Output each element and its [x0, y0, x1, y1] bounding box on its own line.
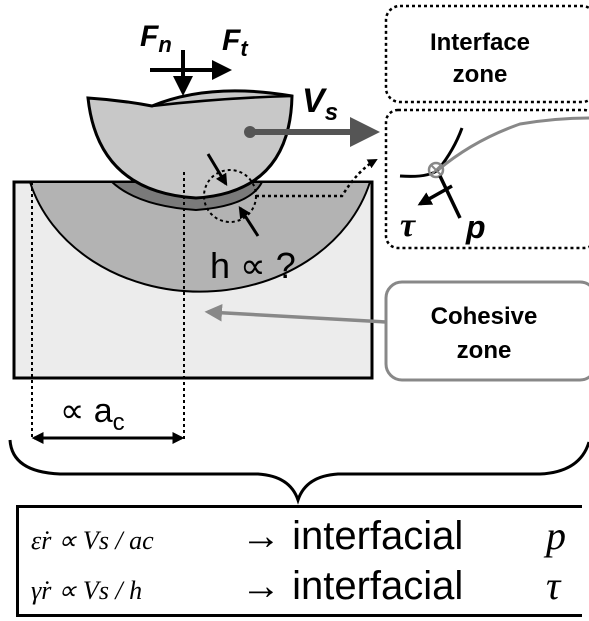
- equation-row-shear-rate: γ̇r ∝ Vs / h → interfacial τ: [31, 563, 560, 612]
- cohesive-zone-pointer-arrow: [204, 304, 387, 324]
- cohesive-zone-label-line2: zone: [457, 337, 512, 364]
- pressure-line: [438, 175, 462, 219]
- inset-material-point-icon: [427, 161, 445, 179]
- pressure-result-symbol: p: [546, 513, 566, 558]
- interface-zone-inset: [384, 108, 589, 250]
- thickness-label: h ∝ ?: [210, 245, 296, 286]
- shear-rate-result: → interfacial: [241, 564, 464, 608]
- pressure-symbol: p: [465, 209, 486, 245]
- thickness-arrow-top: [206, 153, 228, 187]
- inset-gray-curve: [437, 116, 589, 172]
- interface-zone-label-line1: Interface: [430, 29, 530, 56]
- thickness-arrow-bottom: [238, 205, 260, 237]
- zoom-link-line: [256, 158, 378, 198]
- contact-width-label: ∝ ac: [60, 392, 125, 436]
- strain-rate-expression: ε̇r ∝ Vs / ac: [31, 526, 154, 555]
- normal-force-label: Fn: [140, 20, 172, 57]
- inset-point-cross-b: [430, 164, 442, 176]
- cohesive-zone-label-line1: Cohesive: [431, 303, 538, 330]
- equation-row-strain-rate: ε̇r ∝ Vs / ac → interfacial p: [31, 513, 566, 562]
- cohesive-zone-label-box: [384, 280, 589, 382]
- cohesive-zone-region: [28, 181, 372, 293]
- indenter-rim-line: [151, 94, 293, 108]
- strain-rate-result: → interfacial: [241, 514, 464, 558]
- interface-zone-label-box: [384, 4, 589, 104]
- tangential-force-label: Ft: [222, 24, 249, 61]
- sliding-velocity-label: Vs: [302, 82, 338, 126]
- interface-zone-label-line2: zone: [453, 61, 508, 88]
- shear-stress-symbol: τ: [400, 207, 416, 244]
- indenter-body: [86, 89, 294, 200]
- summary-brace: [8, 439, 589, 505]
- equations-panel: ε̇r ∝ Vs / ac → interfacial p γ̇r ∝ Vs /…: [16, 505, 582, 617]
- shear-result-symbol: τ: [546, 563, 561, 608]
- shear-rate-expression: γ̇r ∝ Vs / h: [31, 576, 143, 605]
